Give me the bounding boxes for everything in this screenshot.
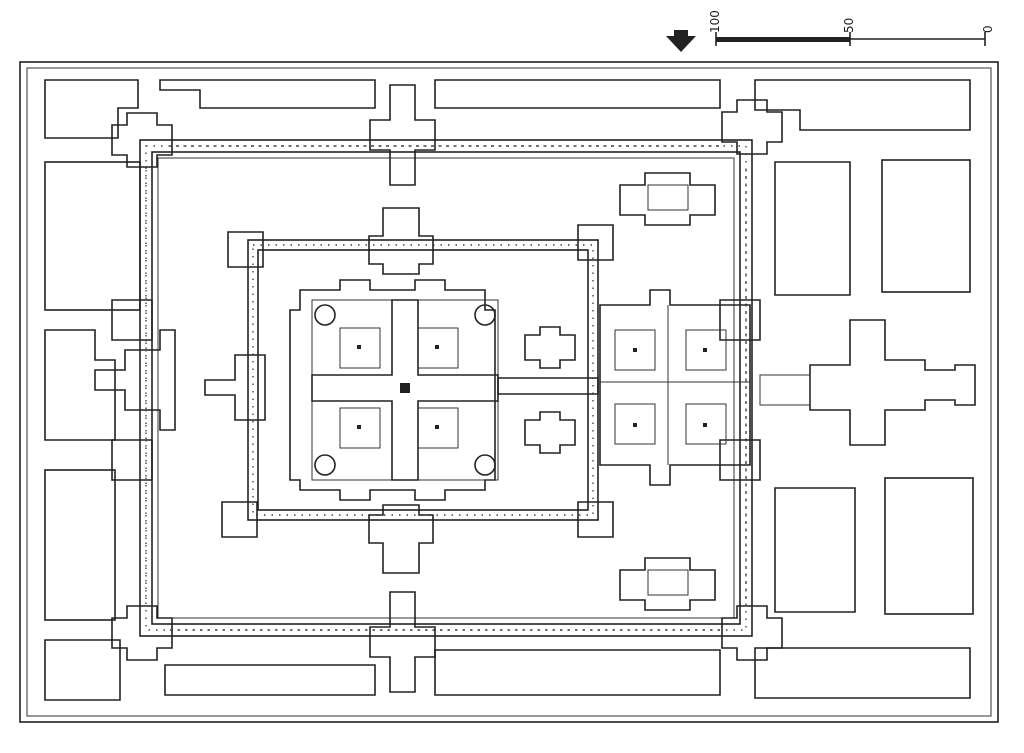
third-enclosure-corner-pavilions	[111, 99, 783, 661]
scale-label-0: 0	[981, 25, 995, 33]
scale-label-100: 100	[708, 10, 722, 33]
cruciform-galleries	[599, 289, 751, 486]
third-enclosure-gallery	[139, 139, 753, 637]
scale-bar: 100 50 0	[708, 10, 995, 46]
outer-court-plots	[44, 79, 974, 701]
colonnade-dots	[145, 145, 747, 631]
small-shrines	[497, 326, 599, 454]
libraries	[619, 172, 716, 611]
arrow-down-icon	[666, 30, 696, 52]
third-enclosure-gopuras	[94, 84, 761, 693]
east-entrance-terrace	[759, 319, 976, 446]
scale-label-50: 50	[842, 18, 856, 33]
outer-enclosure	[19, 61, 999, 723]
inner-sanctuary	[289, 279, 499, 501]
